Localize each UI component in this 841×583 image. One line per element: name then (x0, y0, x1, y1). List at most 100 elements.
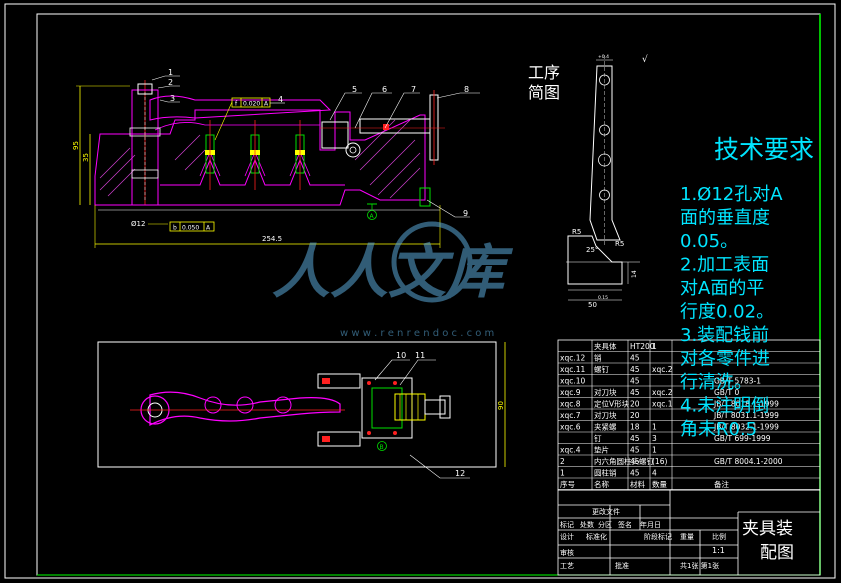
balloon-10: 10 (396, 351, 406, 360)
tech-req-line: 2.加工表面 (680, 255, 769, 276)
bom-cell: xqc.2 (652, 388, 673, 397)
svg-text:分区: 分区 (598, 520, 612, 529)
bom-cell: 4 (652, 469, 657, 478)
bom-cell: 内六角圆柱头螺钉 (594, 456, 654, 466)
bom-cell: xqc.4 (560, 446, 581, 455)
bom-cell: xqc.2 (652, 365, 673, 374)
dim-overall: 254.5 (262, 235, 282, 243)
dim-inner: 35 (82, 153, 90, 162)
svg-text:年月日: 年月日 (640, 520, 661, 529)
balloon-6: 6 (382, 85, 387, 94)
bom-cell: (16) (652, 457, 667, 466)
bom-cell: 2 (560, 457, 565, 466)
bom-cell: 20 (630, 411, 640, 420)
sketch-width: 50 (588, 301, 597, 309)
watermark-brand: 人人文库 (272, 238, 514, 306)
bom-cell: JB/T 8032.1-1999 (713, 423, 779, 432)
svg-text:比例: 比例 (712, 532, 726, 541)
bom-cell: 垫片 (594, 445, 609, 455)
svg-text:0.020: 0.020 (243, 101, 260, 108)
bom-cell: 对刀块 (594, 387, 617, 397)
bom-cell: 1 (652, 423, 657, 432)
front-view: 95 35 (72, 68, 480, 248)
bom-cell: 45 (630, 434, 640, 443)
balloon-1: 1 (168, 68, 173, 77)
bom-cell: xqc.8 (560, 400, 581, 409)
bom-cell: 45 (630, 365, 640, 374)
sketch-r5-a: R5 (572, 228, 581, 236)
balloon-4: 4 (278, 95, 283, 104)
bom-cell: 名称 (594, 479, 609, 489)
balloon-2: 2 (168, 78, 173, 87)
bom-cell: GB/T 5783-1 (714, 377, 761, 386)
datum-b: B (380, 444, 384, 451)
svg-text:√: √ (642, 54, 648, 65)
bom-cell: 夹具体 (594, 341, 617, 351)
bom-cell: 45 (630, 388, 640, 397)
tech-requirements: 技术要求 1.Ø12孔对A面的垂直度0.05。2.加工表面对A面的平行度0.02… (680, 135, 814, 440)
bom-cell: 夹紧螺 (594, 422, 617, 432)
svg-text:签名: 签名 (618, 520, 632, 529)
drawing-title-2: 配图 (760, 543, 794, 563)
bom-cell: xqc.12 (560, 354, 585, 363)
title-block (557, 489, 821, 576)
bom-cell: 3 (652, 434, 657, 443)
drawing-title-1: 夹具装 (742, 519, 793, 539)
tech-req-line: 1.Ø12孔对A (680, 184, 783, 205)
datum-a: A (370, 213, 375, 220)
svg-text:审核: 审核 (560, 548, 574, 557)
sketch-title-2: 简图 (528, 83, 560, 102)
bom-cell: 备注 (714, 479, 729, 489)
bom-cell: 45 (630, 354, 640, 363)
bom-cell: xqc.11 (560, 365, 585, 374)
svg-text:标记: 标记 (560, 520, 574, 529)
tech-req-line: 4.未注明倒 (680, 396, 769, 417)
balloon-7: 7 (411, 85, 416, 94)
bom-cell: xqc.9 (560, 388, 581, 397)
svg-text:0.050: 0.050 (182, 225, 199, 232)
sketch-r5-b: R5 (615, 240, 624, 248)
balloon-5: 5 (352, 85, 357, 94)
fcf-bottom: b 0.050 A (169, 221, 215, 232)
svg-text:批准: 批准 (615, 561, 629, 570)
svg-text:A: A (206, 225, 211, 232)
tech-req-line: 角未R0.5 (680, 419, 757, 440)
bom-cell: 45 (630, 446, 640, 455)
bom-cell: 对刀块 (594, 410, 617, 420)
bom-cell: xqc.10 (560, 377, 585, 386)
bom-cell: GB/T 0 (714, 388, 739, 397)
outer-frame (4, 3, 836, 579)
bom-cell: JB/T 8031.1-1999 (713, 411, 779, 420)
svg-text:标准化: 标准化 (586, 532, 607, 541)
tech-req-line: 对A面的平 (680, 278, 764, 299)
svg-text:A: A (264, 101, 269, 108)
balloon-11: 11 (415, 351, 425, 360)
watermark-url: w w w . r e n r e n d o c . c o m (340, 328, 494, 339)
tech-req-line: 3.装配钱前 (680, 325, 769, 346)
balloon-3: 3 (170, 94, 175, 103)
bom-cell: 45 (630, 469, 640, 478)
bom-cell: 钉 (594, 433, 602, 443)
title-block-text: 更改文件 标记 处数 分区 签名 年月日 设计 标准化 阶段标记 重量 比例 审… (560, 507, 794, 570)
bom-cell: xqc.1 (652, 400, 673, 409)
bom-cell: 20 (630, 400, 640, 409)
sketch-tol-small: 0.15 (598, 295, 608, 301)
bom-cell: xqc.6 (560, 423, 581, 432)
dim-height: 95 (72, 141, 80, 150)
bom-cell: 45 (630, 377, 640, 386)
watermark: 人人文库 w w w . r e n r e n d o c . c o m (272, 221, 514, 339)
process-sketch: 工序 简图 +0.4 √ R5 R5 25° 50 0.15 14 (528, 54, 648, 309)
sketch-title-1: 工序 (528, 63, 560, 82)
bom-cell: 45 (630, 457, 640, 466)
fcf-top: f 0.020 A (214, 97, 271, 141)
bom-cell: GB/T 699-1999 (714, 434, 771, 443)
bom-cell: JB/T 8018.1-1999 (713, 400, 779, 409)
top-view: 90 B (97, 341, 506, 479)
sketch-tol-top: +0.4 (598, 54, 609, 60)
svg-text:设计: 设计 (560, 532, 574, 541)
bom-cell: xqc.7 (560, 411, 581, 420)
svg-text:重量: 重量 (680, 533, 694, 541)
svg-text:1:1: 1:1 (712, 546, 725, 555)
bom-cell: HT200 (630, 342, 655, 351)
